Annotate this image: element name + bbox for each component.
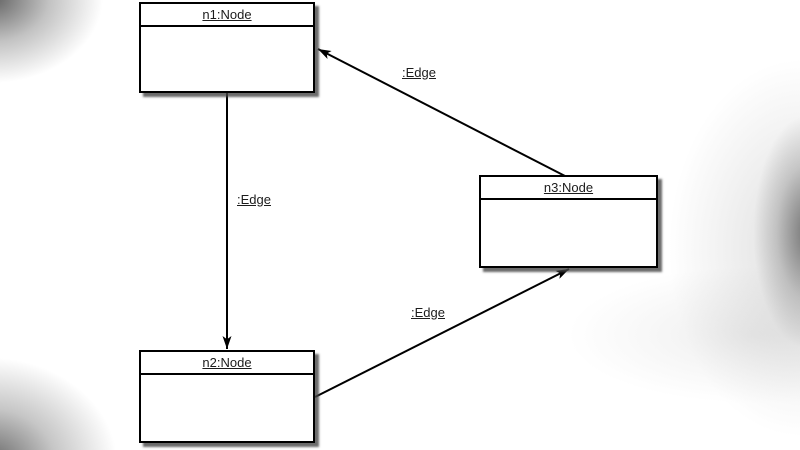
node-n1[interactable]: n1:Node (139, 2, 315, 93)
node-n3-title: n3:Node (481, 177, 656, 200)
node-n3-title-text: n3:Node (543, 180, 594, 195)
edge-n2-to-n3[interactable] (314, 268, 570, 398)
edge-label-n3-n1[interactable]: :Edge (402, 65, 436, 80)
node-n1-title-text: n1:Node (202, 7, 252, 22)
edge-n3-to-n1[interactable] (317, 48, 566, 177)
node-n2-title-text: n2:Node (202, 355, 252, 370)
node-n2-title: n2:Node (141, 352, 313, 375)
node-n1-title: n1:Node (141, 4, 313, 27)
edge-label-n1-n2[interactable]: :Edge (237, 192, 271, 207)
node-n3[interactable]: n3:Node (479, 175, 658, 268)
node-n2[interactable]: n2:Node (139, 350, 315, 443)
edge-label-n2-n3[interactable]: :Edge (411, 305, 445, 320)
